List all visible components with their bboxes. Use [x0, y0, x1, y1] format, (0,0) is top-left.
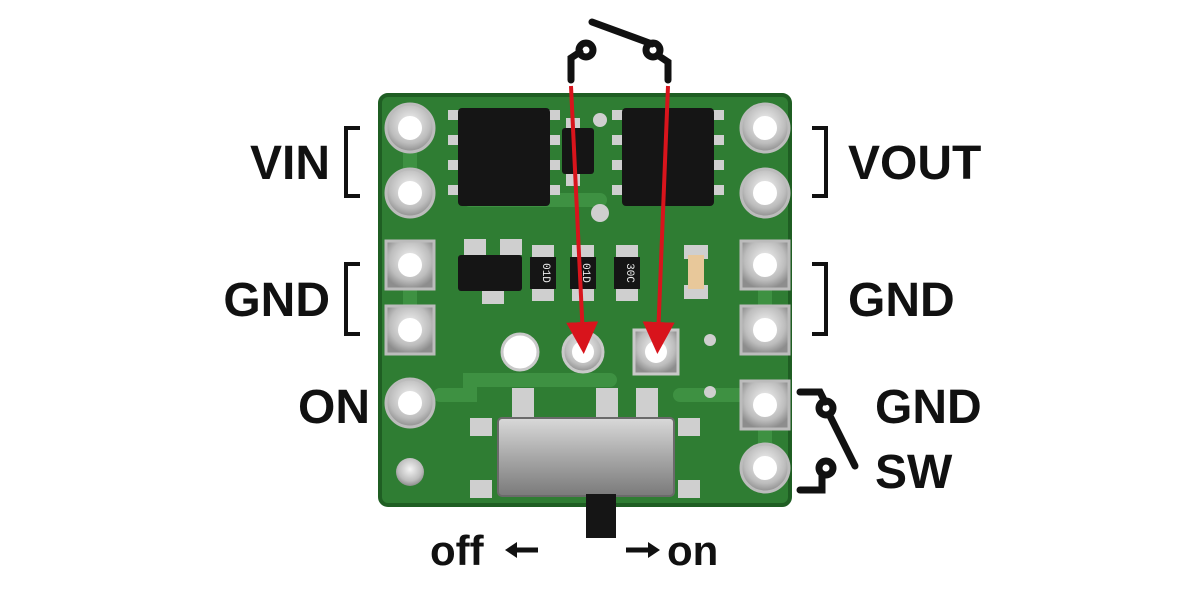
arrows-to-switch [566, 85, 675, 354]
label-off: off [430, 527, 484, 574]
switch-symbol-top [567, 18, 672, 84]
left-pin-column [384, 102, 436, 486]
pcb-edge [378, 93, 792, 507]
label-gnd-sw-top: GND [875, 381, 982, 434]
off-arrow-icon [505, 542, 538, 558]
mosfet-left [448, 108, 560, 206]
resistor-1-marking: 01D [539, 263, 551, 283]
label-vin: VIN [249, 137, 330, 190]
switch-symbol-right [796, 388, 859, 494]
label-on-position: on [667, 527, 719, 574]
mosfet-right [612, 108, 724, 206]
via [593, 113, 607, 127]
bracket-vout [812, 126, 828, 198]
on-arrow-icon [626, 542, 660, 558]
resistor-3 [614, 245, 640, 301]
mounting-hole [396, 458, 424, 486]
via [591, 204, 609, 222]
led [684, 245, 708, 299]
label-sw: SW [875, 446, 953, 499]
bracket-gnd-right [812, 262, 828, 336]
label-on: ON [298, 381, 370, 434]
label-vout: VOUT [848, 137, 982, 190]
solder-hole [500, 332, 540, 372]
via [704, 334, 716, 346]
resistor-2 [570, 245, 596, 301]
bracket-gnd-left [344, 262, 360, 336]
switch-actuator [586, 494, 616, 538]
bracket-vin [344, 126, 360, 198]
slide-switch [470, 388, 700, 538]
resistor-1 [530, 245, 556, 301]
label-gnd-left: GND [223, 274, 330, 327]
transistor-sot23 [458, 239, 522, 304]
resistor-3-marking: 30C [623, 263, 635, 283]
right-pin-column [739, 102, 791, 494]
via [704, 386, 716, 398]
label-gnd-right: GND [848, 274, 955, 327]
